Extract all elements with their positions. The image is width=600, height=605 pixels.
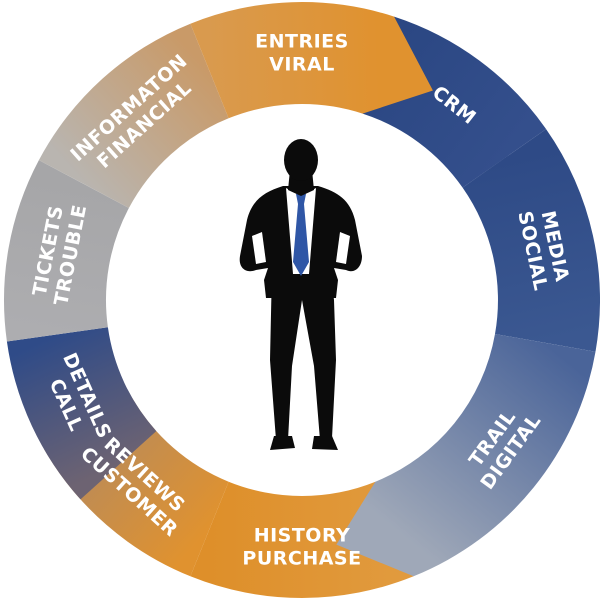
right-shoe [312,436,338,450]
ring-segment-social-media [462,129,600,352]
ring [4,2,600,598]
tie [293,194,309,276]
head [284,139,318,181]
businessman-silhouette-icon [239,139,362,450]
left-shoe [270,436,295,450]
label-viral-entries-line-2: ENTRIES [255,31,349,53]
left-arm-gap [252,232,266,264]
ring-segment-trouble-tickets [4,160,129,342]
ring-segment-financial-information [38,23,229,209]
ring-segment-call-details [6,327,157,500]
label-purchase-history-line-2: HISTORY [254,525,351,547]
label-viral-entries-line-1: VIRAL [269,53,335,75]
label-purchase-history-line-1: PURCHASE [242,547,361,569]
right-arm-gap [336,232,350,264]
ring-segment-viral-entries [190,2,433,119]
trousers [270,268,336,440]
ring-segment-digital-trail [336,334,596,577]
